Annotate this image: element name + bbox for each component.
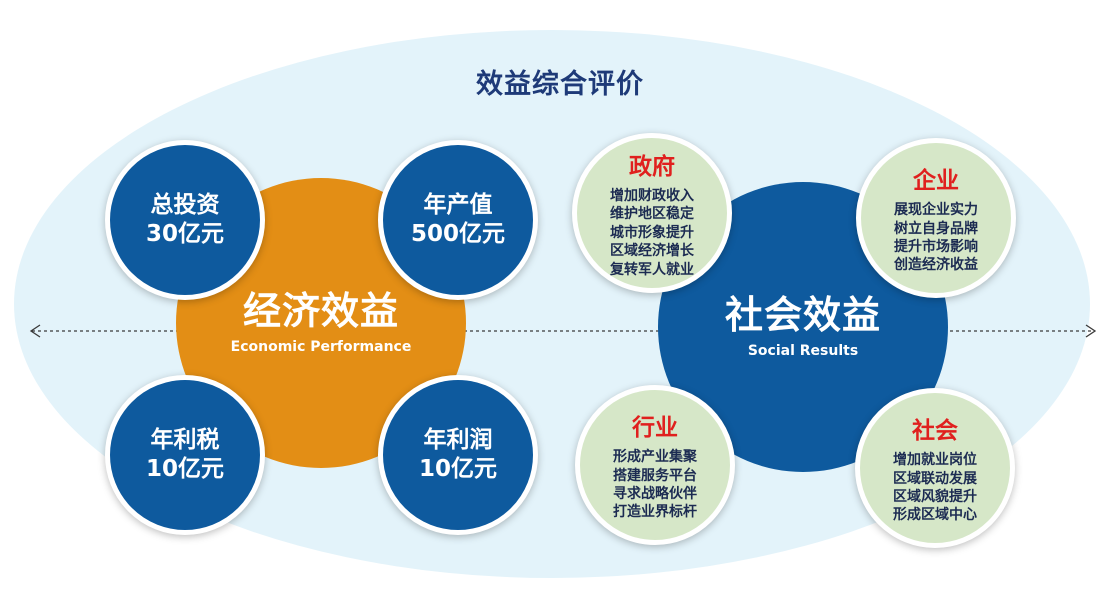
social-group-line: 提升市场影响 xyxy=(894,239,978,255)
economic-item-value: 10亿元 xyxy=(145,456,224,482)
economic-item-label: 年利润 xyxy=(423,427,493,454)
social-group-line: 寻求战略伙伴 xyxy=(613,486,697,502)
social-group-line: 形成区域中心 xyxy=(893,507,977,524)
economic-item-profit: 年利润 10亿元 xyxy=(378,375,538,535)
social-group-line: 打造业界标杆 xyxy=(613,504,697,521)
economic-item-value: 500亿元 xyxy=(410,221,505,247)
social-group-head: 政府 xyxy=(629,153,675,180)
social-group-head: 企业 xyxy=(913,168,959,195)
social-group-society: 社会 增加就业岗位 区域联动发展 区域风貌提升 形成区域中心 xyxy=(855,388,1015,548)
social-group-line: 区域经济增长 xyxy=(610,243,694,260)
economic-item-output: 年产值 500亿元 xyxy=(378,140,538,300)
social-group-line: 形成产业集聚 xyxy=(613,449,697,466)
social-group-line: 复转军人就业 xyxy=(610,261,694,278)
social-group-line: 区域风貌提升 xyxy=(893,489,977,505)
economic-item-investment: 总投资 30亿元 xyxy=(105,140,265,300)
social-group-government: 政府 增加财政收入 维护地区稳定 城市形象提升 区域经济增长 复转军人就业 xyxy=(572,133,732,293)
social-group-enterprise: 企业 展现企业实力 树立自身品牌 提升市场影响 创造经济收益 xyxy=(856,138,1016,298)
economic-item-label: 年利税 xyxy=(150,427,220,454)
social-group-line: 增加财政收入 xyxy=(610,187,694,204)
social-group-line: 区域联动发展 xyxy=(893,470,977,487)
social-group-industry: 行业 形成产业集聚 搭建服务平台 寻求战略伙伴 打造业界标杆 xyxy=(575,385,735,545)
social-group-line: 创造经济收益 xyxy=(894,257,978,274)
page-title: 效益综合评价 xyxy=(476,69,644,100)
social-subtitle: Social Results xyxy=(747,342,859,359)
social-group-line: 搭建服务平台 xyxy=(613,467,697,484)
social-group-line: 维护地区稳定 xyxy=(610,206,694,223)
economic-item-value: 30亿元 xyxy=(145,221,224,247)
social-title: 社会效益 xyxy=(724,293,881,338)
social-group-head: 行业 xyxy=(632,415,678,442)
economic-subtitle: Economic Performance xyxy=(230,338,412,355)
economic-title: 经济效益 xyxy=(242,289,399,334)
social-group-line: 树立自身品牌 xyxy=(894,220,978,237)
economic-item-tax: 年利税 10亿元 xyxy=(105,375,265,535)
economic-item-label: 总投资 xyxy=(150,192,220,219)
social-group-line: 城市形象提升 xyxy=(610,224,694,241)
social-group-line: 增加就业岗位 xyxy=(893,452,977,469)
social-group-head: 社会 xyxy=(912,418,958,445)
economic-item-value: 10亿元 xyxy=(418,456,497,482)
economic-item-label: 年产值 xyxy=(423,192,493,219)
social-group-line: 展现企业实力 xyxy=(894,202,978,219)
